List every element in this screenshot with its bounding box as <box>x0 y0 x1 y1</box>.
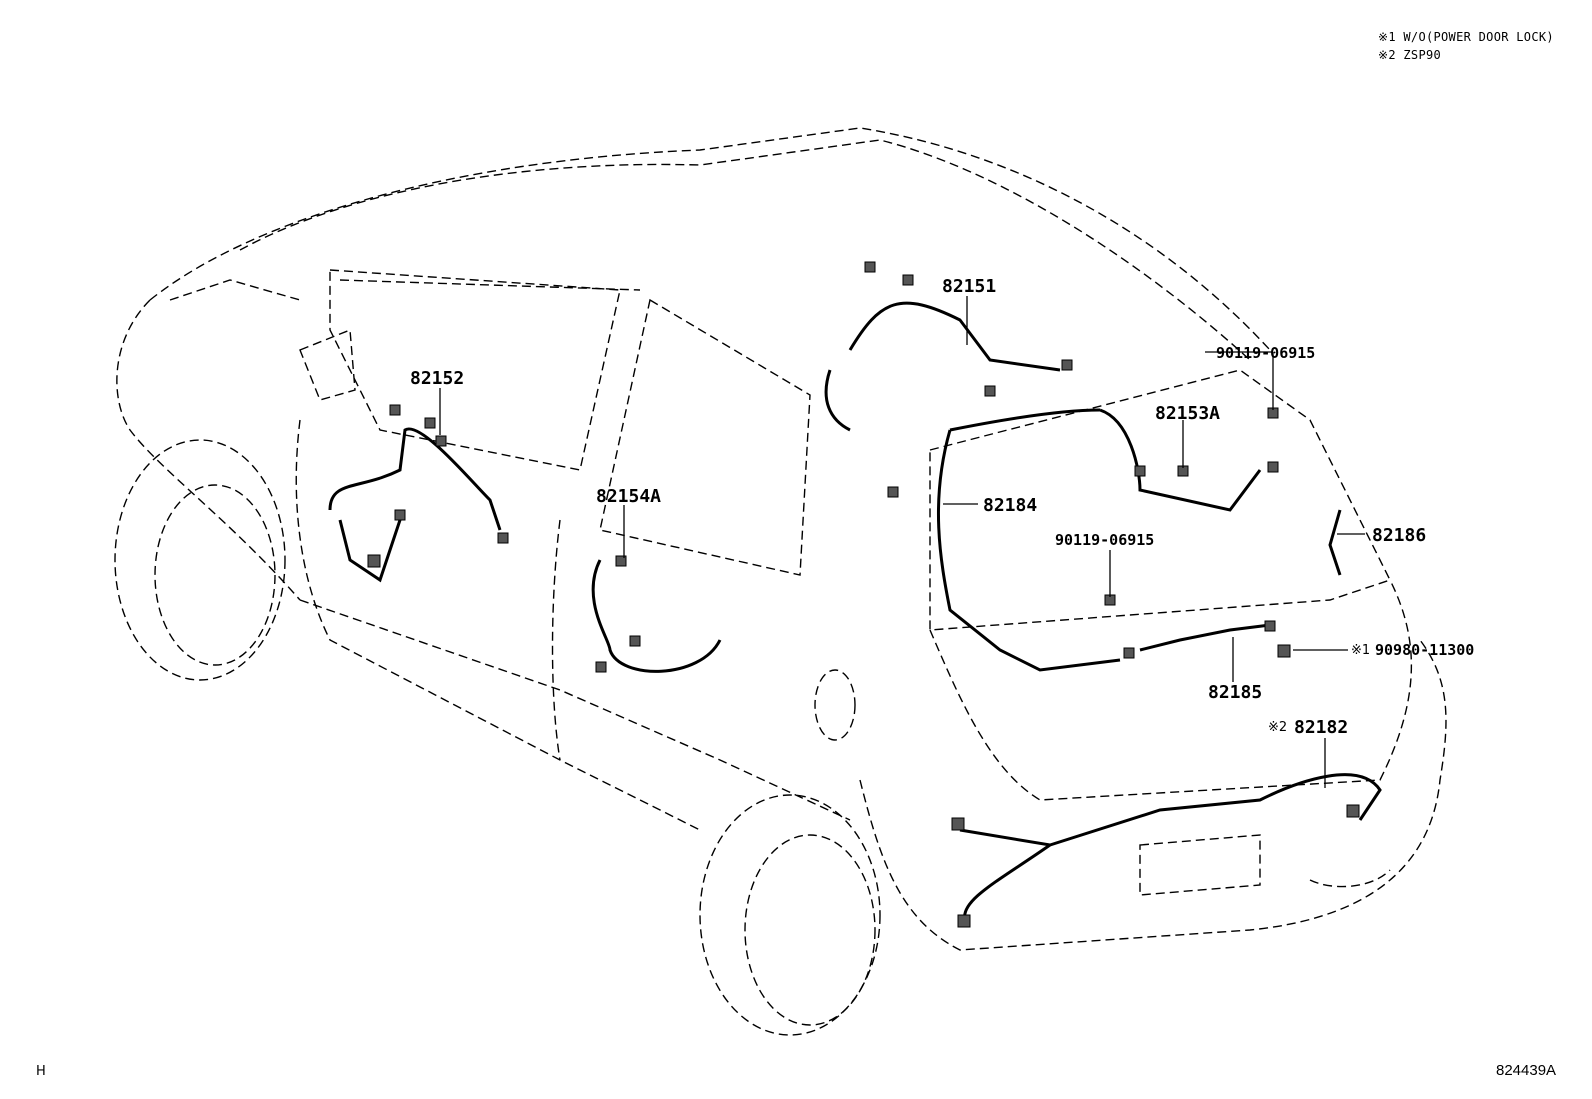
callout-90980-mark: ※1 <box>1351 643 1370 658</box>
harness-82152 <box>328 427 502 531</box>
callout-82152: 82152 <box>410 368 464 389</box>
leader-lines <box>439 296 1365 788</box>
connectors <box>367 261 1360 928</box>
harness-82154A <box>591 559 722 673</box>
callout-90119-mid: 90119-06915 <box>1055 531 1154 549</box>
callout-82186: 82186 <box>1372 525 1426 546</box>
callout-82182-mark: ※2 <box>1268 720 1287 735</box>
callout-90119-top: 90119-06915 <box>1216 344 1315 362</box>
note-1: ※1 W/O(POWER DOOR LOCK) <box>1378 30 1554 44</box>
callout-82151: 82151 <box>942 276 996 297</box>
harness-82182 <box>959 773 1382 847</box>
footer-right-code: 824439A <box>1496 1062 1557 1079</box>
harness-82185 <box>1139 623 1271 652</box>
callout-82153A: 82153A <box>1155 403 1220 424</box>
harness-82151 <box>848 301 1061 372</box>
footer-left-code: H <box>36 1064 46 1079</box>
note-2: ※2 ZSP90 <box>1378 48 1442 62</box>
callout-82185: 82185 <box>1208 682 1262 703</box>
callout-82184: 82184 <box>983 495 1037 516</box>
callout-82182: 82182 <box>1294 717 1348 738</box>
harness-82184 <box>936 429 1121 672</box>
harness-82186 <box>1328 509 1342 576</box>
callout-90980: 90980-11300 <box>1375 641 1474 659</box>
car-body-outline <box>114 127 1447 1036</box>
callout-82154A: 82154A <box>596 486 661 507</box>
harness-82153A <box>1099 408 1262 512</box>
callout-labels: 82151 82152 82153A 82154A 82184 82186 82… <box>410 276 1474 738</box>
notes-block: ※1 W/O(POWER DOOR LOCK) ※2 ZSP90 <box>1378 28 1554 64</box>
wire-harnesses <box>328 301 1382 921</box>
